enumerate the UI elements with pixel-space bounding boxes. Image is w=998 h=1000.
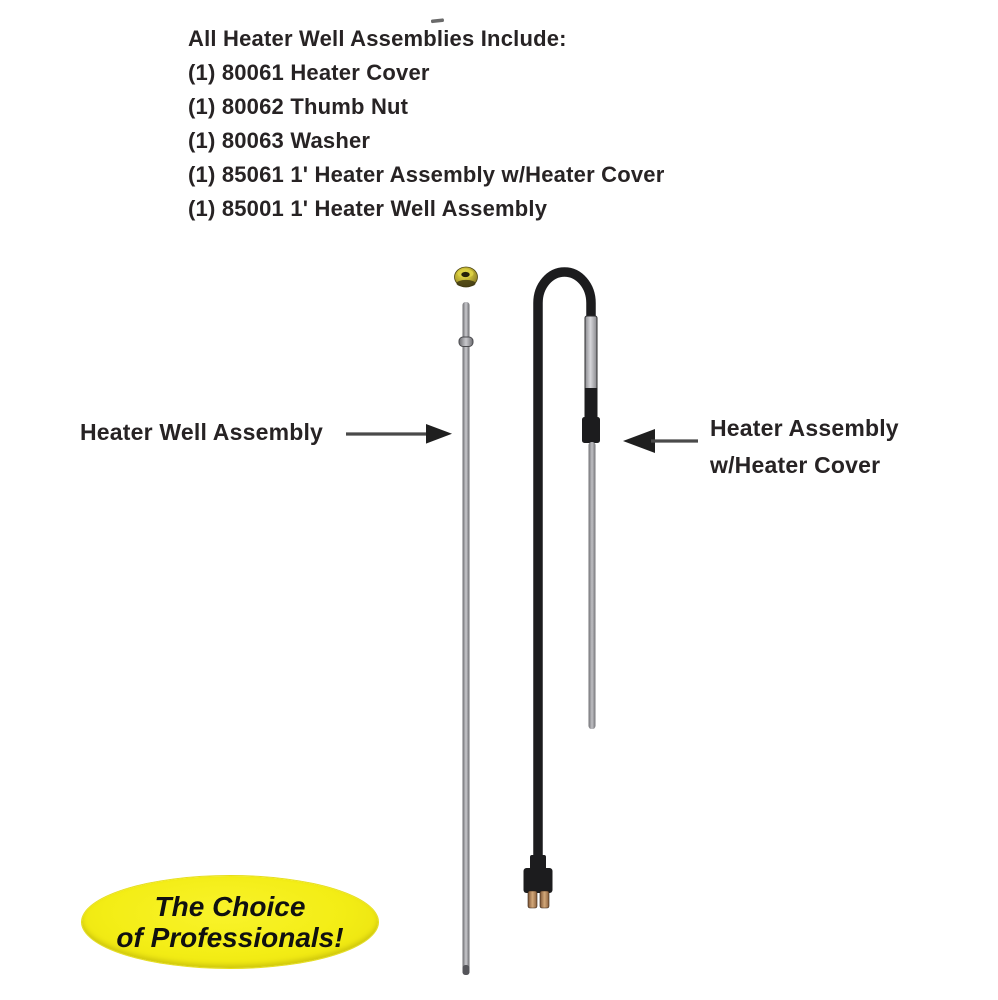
arrow-right-icon — [346, 424, 452, 444]
power-plug-body — [523, 868, 553, 893]
badge-line1: The Choice — [154, 891, 306, 922]
heater-probe — [588, 442, 596, 729]
arrow-left-icon — [623, 429, 698, 453]
parts-list-item: (1) 85061 1' Heater Assembly w/Heater Co… — [188, 162, 665, 187]
badge-line2: of Professionals! — [116, 922, 344, 953]
parts-list-title: All Heater Well Assemblies Include: — [188, 26, 567, 51]
heater-well-illustration — [454, 266, 478, 975]
heater-cover-sheath — [584, 315, 598, 391]
thumb-nut-shadow — [456, 279, 476, 288]
parts-list-item: (1) 85001 1' Heater Well Assembly — [188, 196, 548, 221]
parts-list: All Heater Well Assemblies Include: (1) … — [188, 22, 665, 226]
cable-connector-lower — [582, 417, 600, 443]
plug-prong-left — [527, 890, 538, 909]
cable-connector-upper — [584, 388, 598, 419]
thumb-nut-hole — [461, 271, 470, 278]
plug-neck — [530, 855, 546, 871]
heater-assembly-illustration — [523, 267, 600, 909]
well-rod-tip — [462, 965, 470, 975]
heater-assembly-label-line2: w/Heater Cover — [710, 452, 881, 478]
plug-prong-right — [539, 890, 550, 909]
heater-assembly-label: Heater Assembly w/Heater Cover — [710, 410, 899, 484]
heater-well-assembly-label: Heater Well Assembly — [80, 419, 324, 445]
small-dash-mark — [430, 18, 444, 24]
well-rod-collar — [458, 336, 474, 347]
parts-list-item: (1) 80062 Thumb Nut — [188, 94, 409, 119]
well-rod — [462, 302, 470, 975]
parts-list-item: (1) 80063 Washer — [188, 128, 371, 153]
parts-list-item: (1) 80061 Heater Cover — [188, 60, 430, 85]
choice-of-professionals-badge: The Choice of Professionals! — [82, 876, 378, 968]
heater-cable — [533, 267, 596, 862]
heater-assembly-label-line1: Heater Assembly — [710, 415, 899, 441]
